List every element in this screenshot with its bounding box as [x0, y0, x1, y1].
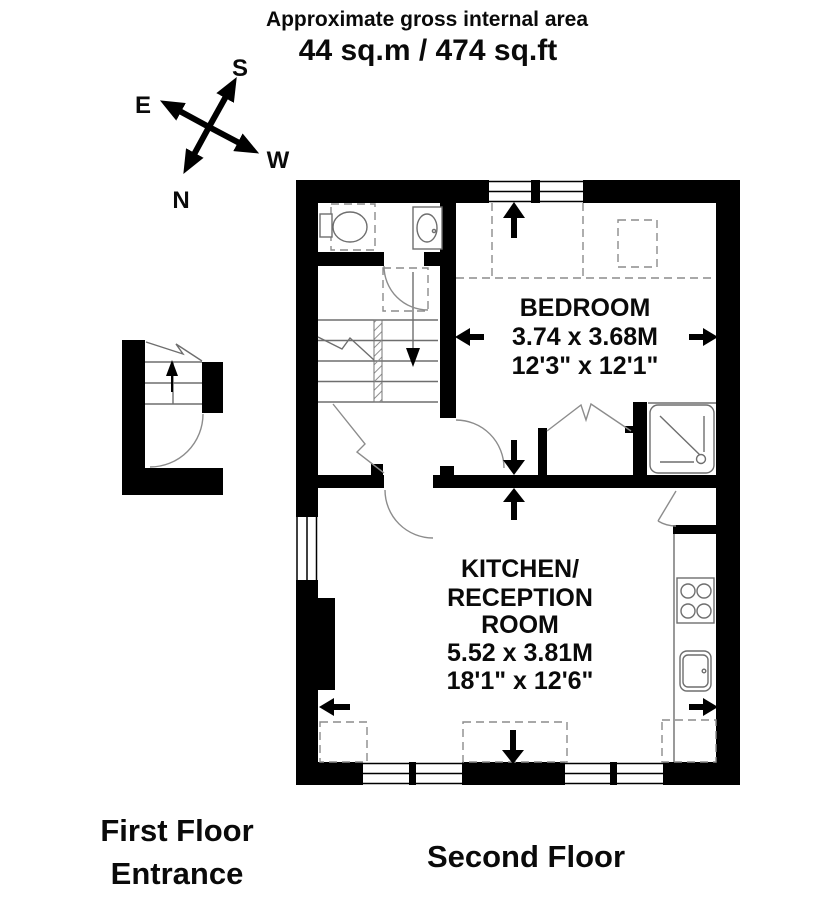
compass-south-arrow [206, 77, 237, 129]
compass-south-label: S [232, 55, 248, 82]
entrance-door-arc [149, 413, 204, 468]
first-floor-label-line1: First Floor [100, 813, 253, 848]
wall-bathroom-south [318, 252, 384, 266]
chimney-breast [318, 598, 335, 690]
compass-rose: S E W N [135, 55, 290, 214]
compass-west-arrow [207, 124, 260, 154]
compass-east-label: E [135, 92, 151, 119]
kitchen-size-imperial: 18'1" x 12'6" [447, 667, 594, 695]
stairs [317, 272, 438, 403]
bedroom-arrow-right [703, 328, 718, 346]
bathroom-sink [412, 206, 443, 250]
entrance-wall-left [122, 340, 145, 495]
stairs-down-arrow [406, 348, 420, 367]
entrance-wall-right-stub [202, 362, 223, 413]
kitchen-measure-arrows [319, 488, 718, 764]
wall-cupboard-stub [673, 525, 716, 534]
stairs-banister [373, 319, 383, 403]
kitchen-arrow-right [703, 698, 718, 716]
stairs-break-line [317, 336, 375, 361]
entrance-break-line [145, 341, 203, 362]
wall-divider-left [296, 475, 384, 488]
toilet [319, 203, 376, 251]
window-bottom-right [565, 762, 663, 785]
header: Approximate gross internal area 44 sq.m … [266, 8, 588, 67]
bedroom-arrow-down [503, 460, 525, 475]
cupboard-door-leaf [657, 490, 677, 522]
kitchen-name-line3: ROOM [481, 611, 559, 639]
bedroom-arrow-left [455, 328, 470, 346]
second-floor-plan: BEDROOM 3.74 x 3.68M 12'3" x 12'1" KITCH… [296, 180, 740, 785]
entrance-wall-bottom [122, 468, 223, 495]
bedroom-door-arc [455, 419, 505, 469]
kitchen-sink [679, 650, 712, 692]
kitchen-size-metric: 5.52 x 3.81M [447, 639, 593, 667]
kitchen-arrow-up [503, 488, 525, 502]
wall-divider-right [433, 475, 740, 488]
wall-bottom [296, 762, 740, 785]
kitchen-bay-dashes [319, 719, 717, 763]
compass-east-arrow [159, 100, 211, 130]
window-bottom-left [363, 762, 462, 785]
bedroom-measure-arrows [455, 202, 718, 475]
second-floor-label: Second Floor [427, 839, 625, 874]
shower [648, 402, 716, 474]
wall-bathroom-bedroom [440, 203, 456, 418]
kitchen-arrow-left [319, 698, 334, 716]
header-area: 44 sq.m / 474 sq.ft [299, 34, 557, 67]
bedroom-size-imperial: 12'3" x 12'1" [512, 352, 659, 380]
hob [676, 577, 715, 624]
wall-jamb-stub [371, 464, 383, 475]
bedroom-ceiling-dashes [456, 203, 716, 280]
compass-north-label: N [172, 187, 189, 214]
wall-bathroom-south-stub [424, 252, 440, 266]
bedroom-name: BEDROOM [520, 294, 651, 322]
first-floor-entrance-plan [122, 340, 223, 495]
header-subtitle: Approximate gross internal area [266, 8, 588, 31]
rooflight [617, 219, 658, 268]
cupboard-door-arc [657, 520, 677, 527]
compass-west-label: W [267, 147, 290, 174]
kitchen-name-line1: KITCHEN/ [461, 555, 579, 583]
bifold-door [546, 402, 632, 432]
compass-north-arrow [183, 125, 212, 175]
kitchen-name-line2: RECEPTION [447, 584, 593, 612]
first-floor-label-line2: Entrance [111, 856, 244, 891]
landing-door-leaf [332, 403, 385, 474]
bedroom-arrow-up [503, 202, 525, 218]
kitchen-door-arc [384, 489, 434, 539]
bathroom-door-arc [383, 265, 429, 311]
entrance-up-arrow [166, 360, 178, 376]
shower-drain [695, 453, 707, 465]
window-top [489, 180, 583, 203]
wall-bedroom-door-stub [440, 466, 454, 475]
bedroom-size-metric: 3.74 x 3.68M [512, 323, 658, 351]
doors [332, 265, 677, 539]
entrance-stairs [145, 341, 203, 405]
kitchen-arrow-down [502, 750, 524, 764]
wall-bifold-left-jamb [538, 428, 547, 475]
bathroom-door-dash [382, 267, 429, 312]
window-left [296, 517, 318, 580]
wall-shower-left [633, 402, 647, 488]
